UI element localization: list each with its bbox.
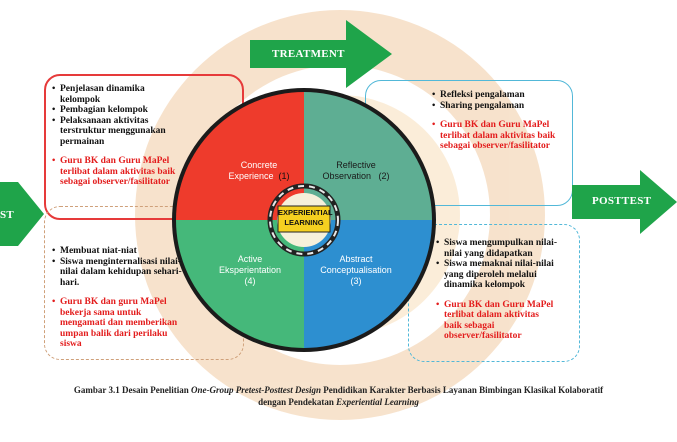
concrete-line2: Experience [228,171,274,181]
center-label-line2: LEARNING [284,218,324,227]
list-reflective-observation: Refleksi pengalaman Sharing pengalaman G… [432,90,566,152]
list-abstract-conceptualisation: Siswa mengumpulkan nilai-nilai yang dida… [436,238,568,342]
reflective-line2-row: Observation (2) [306,171,406,182]
list-item: Pembagian kelompok [52,105,178,116]
quadrant-label-active: Active Eksperientation (4) [200,254,300,287]
active-line1: Active [237,254,263,264]
list-item-teacher-role: Guru BK dan Guru MaPel terlibat dalam ak… [436,300,556,342]
quadrant-label-reflective: Reflective Observation (2) [306,160,406,182]
caption-part3: dengan Pendekatan [258,397,337,407]
treatment-label: TREATMENT [272,48,345,60]
caption-part1: Gambar 3.1 Desain Penelitian [73,385,191,395]
caption-part2: Pendidikan Karakter Berbasis Layanan Bim… [320,385,604,395]
pretest-arrow [0,182,44,246]
posttest-label: POSTTEST [592,195,652,207]
list-concrete-experience: Penjelasan dinamika kelompok Pembagian k… [52,84,178,188]
concrete-line2-row: Experience (1) [214,171,304,182]
center-label-box [277,205,331,233]
list-item: Pelaksanaan aktivitas terstruktur menggu… [52,116,178,148]
list-item: Membuat niat-niat [52,246,182,257]
center-label-line1: EXPERIENTIAL [278,208,333,217]
reflective-line1: Reflective [336,160,376,170]
quadrant-concrete-experience [176,92,304,220]
list-item-teacher-role: Guru BK dan Guru MaPel terlibat dalam ak… [432,120,566,152]
quadrant-label-concrete: Concrete Experience (1) [214,160,304,182]
list-item-teacher-role: Guru BK dan Guru MaPel terlibat dalam ak… [52,156,200,188]
reflective-num: (2) [378,171,390,181]
caption-line2: dengan Pendekatan Experiential Learning [0,396,677,408]
concrete-line1: Concrete [240,160,278,170]
center-label: EXPERIENTIAL LEARNING [278,208,333,228]
treatment-arrow [250,20,392,88]
active-line2: Eksperientation [218,265,282,275]
concrete-num: (1) [278,171,290,181]
list-item: Penjelasan dinamika kelompok [52,84,178,105]
quadrant-abstract-conceptualisation [304,220,432,348]
active-num: (4) [244,276,256,286]
list-item: Siswa mengumpulkan nilai-nilai yang dida… [436,238,568,259]
list-item: Sharing pengalaman [432,101,566,112]
abstract-line1: Abstract [339,254,373,264]
caption-italic1: One-Group Pretest-Posttest Design [190,385,321,395]
quadrant-reflective-observation [304,92,432,220]
abstract-num: (3) [350,276,362,286]
figure-caption: Gambar 3.1 Desain Penelitian One-Group P… [0,384,677,408]
posttest-arrow [572,170,677,234]
list-item: Siswa memaknai nilai-nilai yang diperole… [436,259,568,291]
list-item-teacher-role: Guru BK dan guru MaPel bekerja sama untu… [52,297,182,350]
quadrant-label-abstract: Abstract Conceptualisation (3) [306,254,406,287]
list-item: Refleksi pengalaman [432,90,566,101]
reflective-line2: Observation [322,171,371,181]
pretest-label: ST [0,209,15,221]
list-item: Siswa menginternalisasi nilai-nilai dala… [52,257,182,289]
caption-italic2: Experiential Learning [336,397,419,407]
abstract-line2: Conceptualisation [320,265,392,275]
quadrant-active-experimentation [176,220,304,348]
list-active-experimentation: Membuat niat-niat Siswa menginternalisas… [52,246,182,350]
caption-line1: Gambar 3.1 Desain Penelitian One-Group P… [0,384,677,396]
